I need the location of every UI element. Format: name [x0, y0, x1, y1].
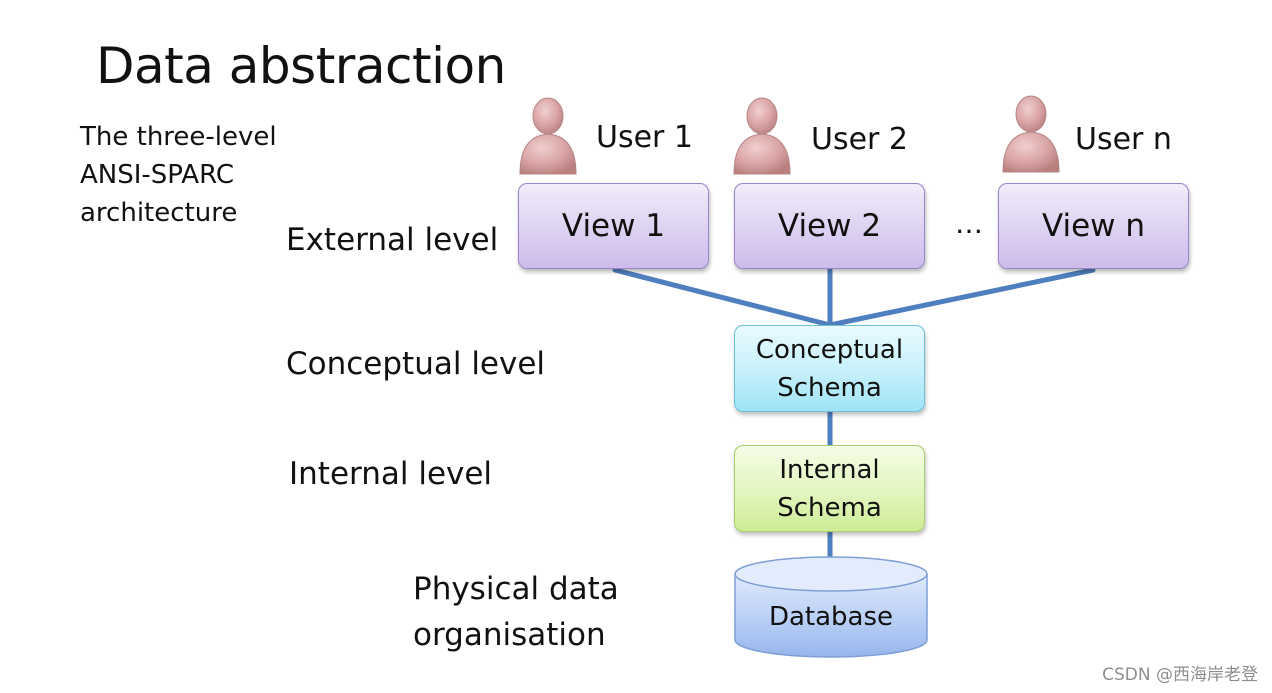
views-ellipsis: …: [955, 207, 983, 240]
view-2-box: View 2: [734, 183, 925, 269]
page-title: Data abstraction: [96, 37, 506, 95]
person-icon: [1002, 95, 1060, 173]
view-1-label: View 1: [561, 208, 666, 244]
internal-schema-line: Schema: [777, 492, 882, 523]
view-1-box: View 1: [518, 183, 709, 269]
database-label: Database: [768, 602, 894, 632]
person-icon: [519, 97, 577, 175]
watermark: CSDN @西海岸老登: [1102, 665, 1258, 685]
physical-level-line: Physical data: [413, 571, 619, 607]
user-2-label: User 2: [811, 122, 909, 157]
subtitle-line: The three-level: [80, 122, 277, 152]
database-cylinder: [734, 556, 928, 658]
subtitle: The three-level ANSI-SPARC architecture: [80, 118, 277, 232]
user-1-label: User 1: [596, 120, 694, 155]
view-2-label: View 2: [777, 208, 882, 244]
internal-level-label: Internal level: [289, 456, 493, 492]
person-icon: [733, 97, 791, 175]
connector-viewn-conceptual: [827, 267, 1096, 328]
subtitle-line: architecture: [80, 198, 238, 228]
view-n-box: View n: [998, 183, 1189, 269]
conceptual-schema-line: Conceptual: [755, 334, 904, 365]
conceptual-level-label: Conceptual level: [286, 346, 546, 382]
physical-level-line: organisation: [413, 617, 606, 653]
external-level-label: External level: [286, 222, 499, 258]
user-n-label: User n: [1075, 122, 1172, 157]
internal-schema-line: Internal: [779, 454, 880, 485]
conceptual-schema-box: Conceptual Schema: [734, 325, 925, 412]
connector-view1-conceptual: [612, 267, 833, 328]
subtitle-line: ANSI-SPARC: [80, 160, 235, 190]
conceptual-schema-line: Schema: [777, 372, 882, 403]
physical-level-label: Physical data organisation: [413, 566, 619, 658]
internal-schema-box: Internal Schema: [734, 445, 925, 532]
view-n-label: View n: [1041, 208, 1146, 244]
